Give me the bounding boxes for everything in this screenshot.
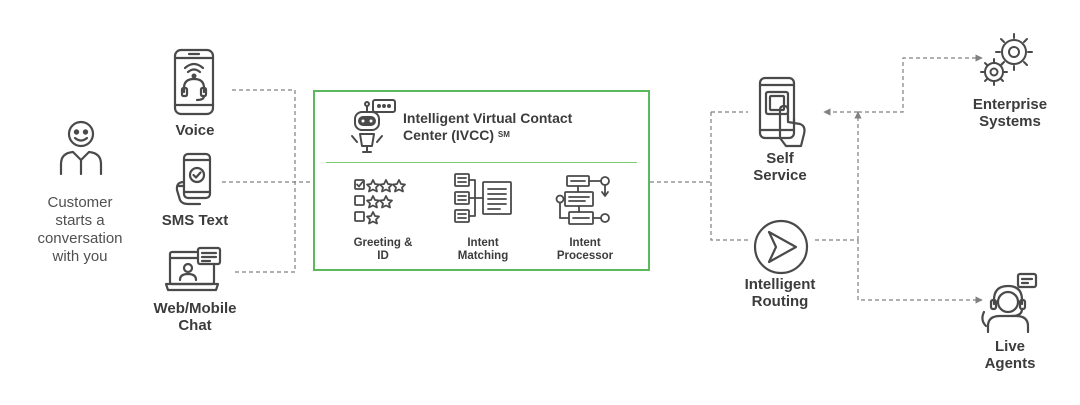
service-mark: SM (497, 130, 510, 139)
flow-processor-icon (555, 174, 615, 228)
enterprise-label: Enterprise Systems (972, 96, 1048, 130)
self-service-label: Self Service (753, 150, 807, 184)
ivcc-title-line1: Intelligent Virtual Contact (403, 110, 573, 126)
ivcc-divider (326, 162, 637, 163)
laptop-chat-icon (164, 246, 226, 296)
voice-label: Voice (175, 122, 215, 139)
web-chat-label: Web/Mobile Chat (153, 300, 237, 334)
customer-icon (58, 120, 104, 176)
ivcc-panel: Intelligent Virtual Contact Center (IVCC… (313, 90, 650, 271)
sms-label: SMS Text (161, 212, 229, 229)
router-agents-connector (857, 240, 983, 304)
enterprise-connector (858, 54, 983, 113)
robot-icon (349, 98, 399, 156)
document-matching-icon (453, 172, 515, 228)
routing-connector (710, 112, 748, 241)
routing-label: Intelligent Routing (744, 276, 816, 310)
ivcc-title-line2: Center (IVCC) (403, 127, 495, 143)
phone-headset-icon (172, 48, 216, 116)
customer-label: Customer starts a conversation with you (37, 194, 123, 265)
touch-phone-icon (756, 76, 810, 148)
router-enterprise-connector (815, 112, 858, 241)
agent-headset-icon (980, 272, 1040, 334)
matching-label: Intent Matching (457, 237, 509, 262)
hand-phone-icon (172, 152, 220, 206)
voice-connector (232, 89, 296, 273)
processor-label: Intent Processor (556, 237, 614, 262)
gears-icon (978, 30, 1038, 90)
rating-checklist-icon (353, 178, 411, 225)
ivcc-title: Intelligent Virtual Contact Center (IVCC… (403, 110, 572, 144)
greeting-label: Greeting & ID (353, 237, 413, 262)
agents-label: Live Agents (984, 338, 1036, 372)
routing-arrow-icon (750, 218, 812, 276)
